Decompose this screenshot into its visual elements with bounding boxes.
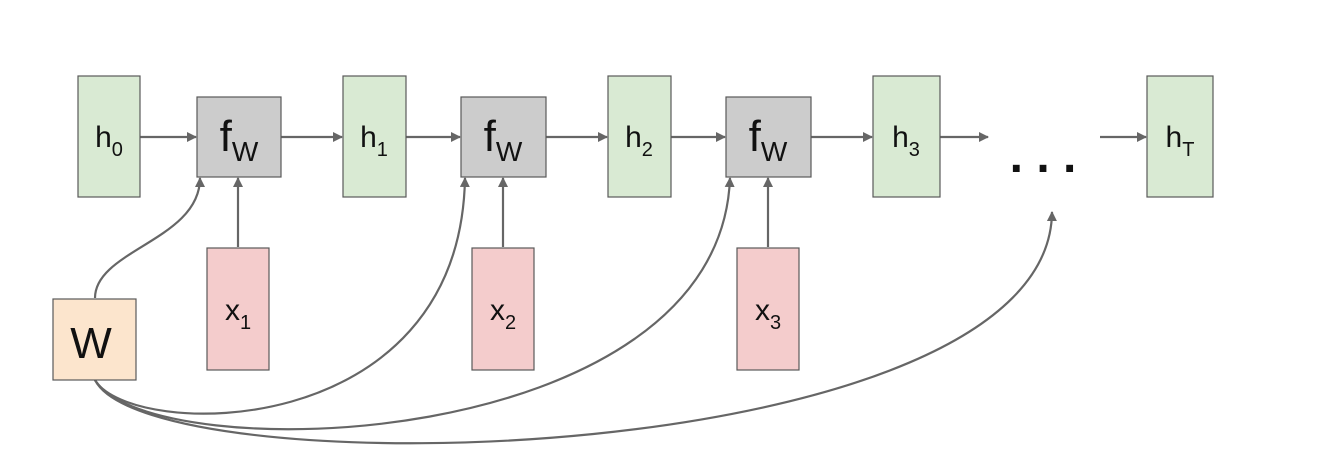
edges [93,132,1147,445]
function-label: fW [749,112,788,167]
edge-W-to-f1 [93,177,205,299]
function-label: fW [220,112,259,167]
input-x3: x3 [736,247,800,371]
function-box [196,96,282,178]
function-box [460,96,547,178]
function-f3: fW [725,96,812,178]
hidden-state-label: h2 [625,121,653,161]
weight-label: W [70,319,112,368]
edge-W-to-ellipsis [94,211,1057,445]
weight-box [52,298,137,381]
hidden-state-box [342,75,407,198]
function-box [725,96,812,178]
input-box [736,247,800,371]
ellipsis: . . . [1010,130,1077,183]
weight-W: W [52,298,137,381]
input-label: x2 [490,294,516,334]
function-f2: fW [460,96,547,178]
function-label: fW [484,112,523,167]
edge-W-to-f2 [94,177,470,415]
edge-W-to-f3 [94,177,735,431]
hidden-state-label: h3 [892,121,920,161]
function-f1: fW [196,96,282,178]
input-box [471,247,535,371]
input-box [206,247,270,371]
input-label: x3 [755,294,781,334]
input-x1: x1 [206,247,270,371]
hidden-state-box [607,75,672,198]
hidden-state-box [1146,75,1214,198]
input-x2: x2 [471,247,535,371]
hidden-state-box [77,75,141,198]
hidden-state-box [872,75,941,198]
hidden-state-label: h0 [95,121,123,161]
hidden-state-h3: h3 [872,75,941,198]
hidden-state-hT: hT [1146,75,1214,198]
hidden-state-h1: h1 [342,75,407,198]
hidden-state-label: hT [1166,121,1195,161]
input-label: x1 [225,294,251,334]
hidden-state-h0: h0 [77,75,141,198]
hidden-state-label: h1 [360,121,388,161]
hidden-state-h2: h2 [607,75,672,198]
